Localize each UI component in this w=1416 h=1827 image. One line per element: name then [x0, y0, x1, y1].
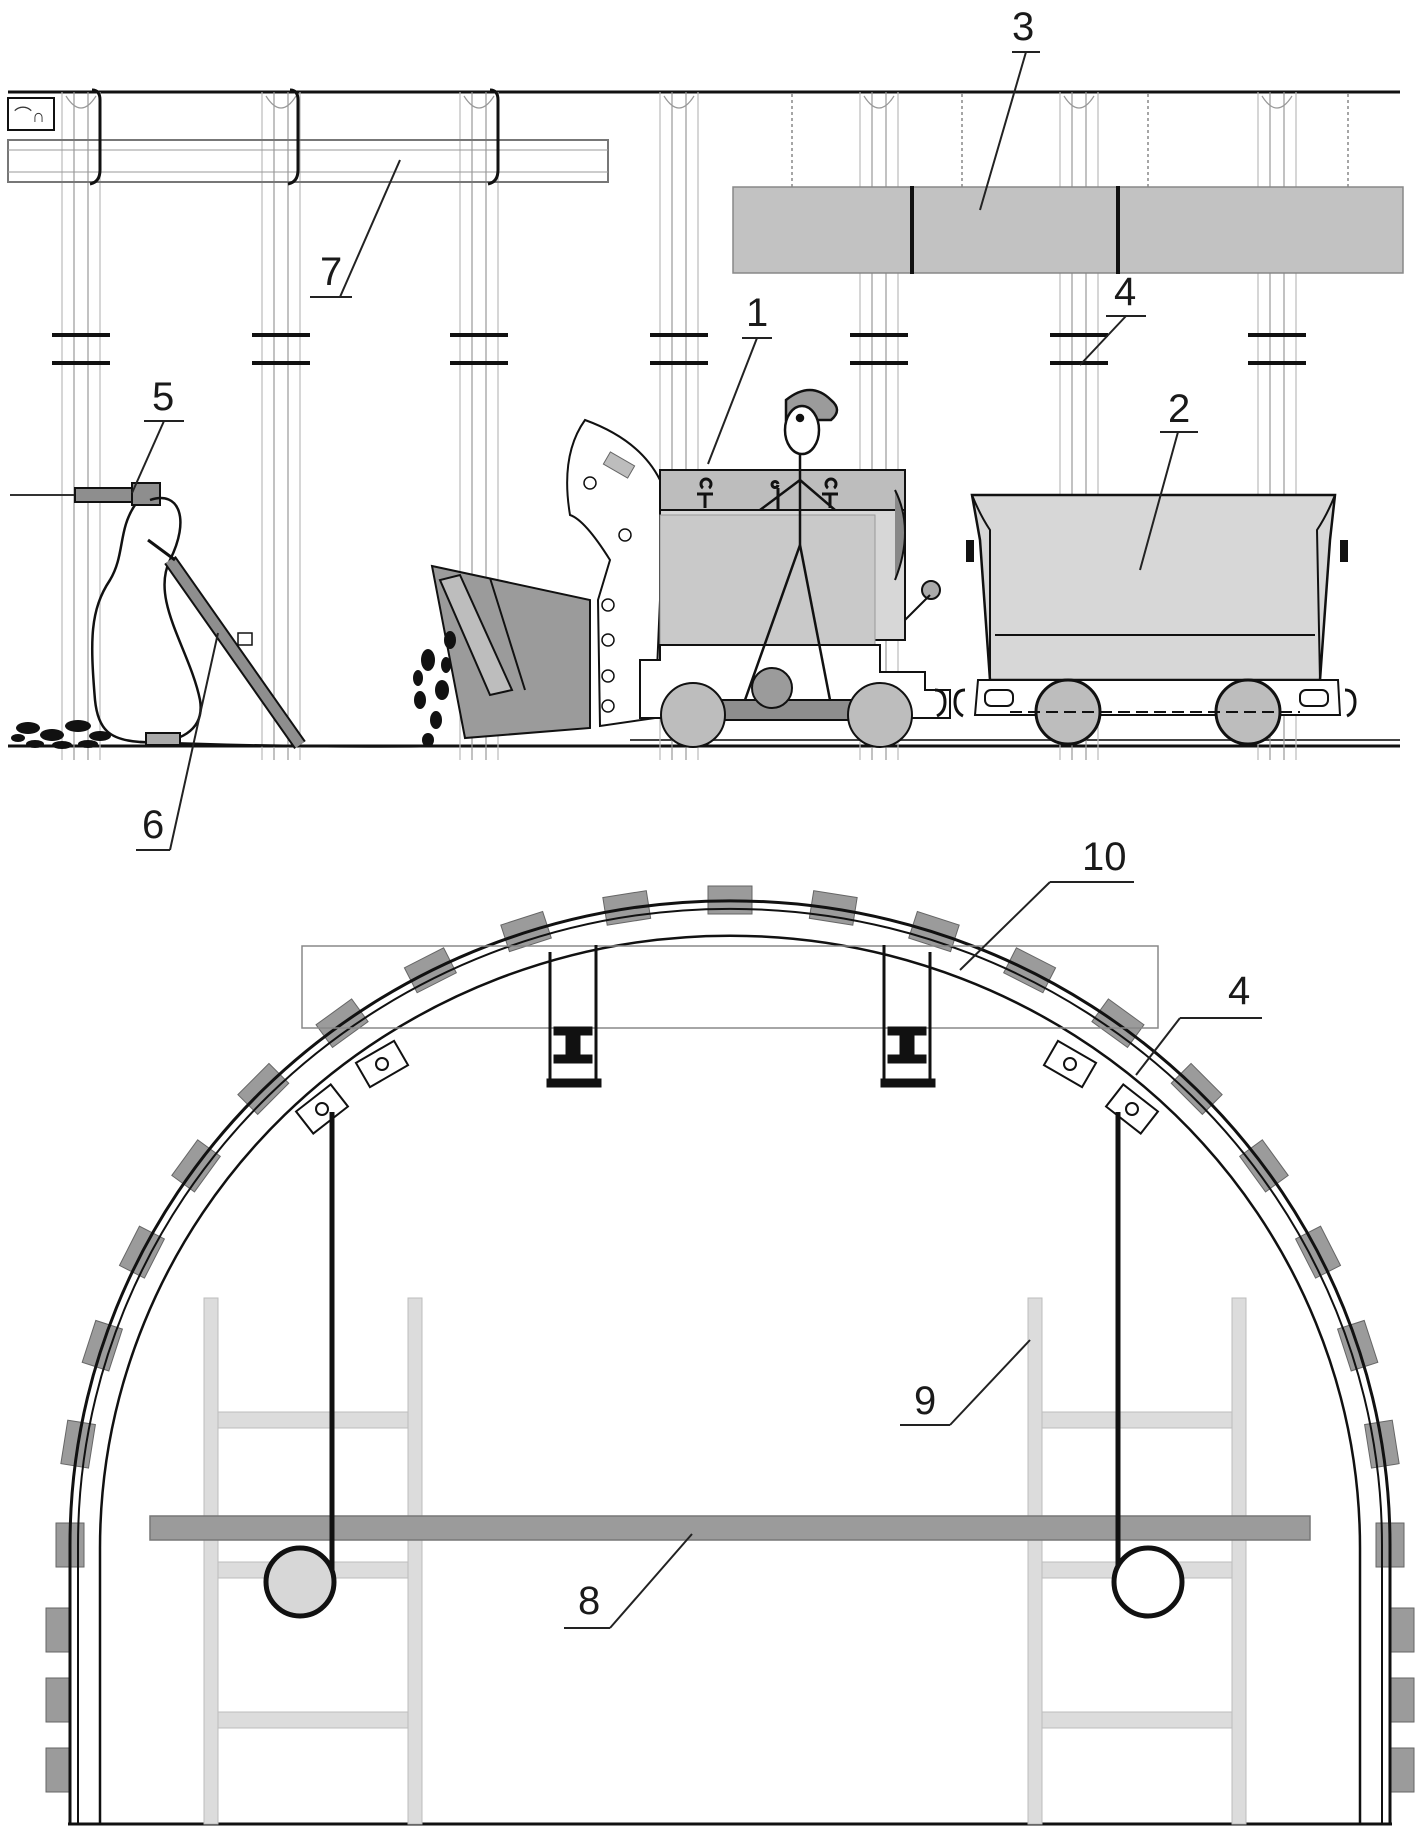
lagging-block [45, 1747, 71, 1793]
ladder-right [1027, 1297, 1247, 1825]
lagging-blocks [45, 885, 1415, 1793]
ventilation-duct [732, 94, 1404, 274]
arch-clamps [294, 1039, 1160, 1135]
longitudinal-section: ⌒∩ [7, 5, 1404, 851]
leader-lines-top [131, 51, 1198, 851]
arch-middle [77, 907, 1383, 1825]
sign-box-scribble: ⌒∩ [14, 106, 45, 126]
label-4-top: 4 [1114, 270, 1136, 314]
label-4-bottom: 4 [1228, 969, 1250, 1013]
support-post-cap [463, 95, 495, 109]
label-1: 1 [746, 291, 768, 335]
support-post-cap [1063, 95, 1095, 109]
label-2: 2 [1168, 387, 1190, 431]
cross-section: 10 4 9 8 [45, 835, 1415, 1826]
support-post-cap [65, 95, 97, 109]
label-9: 9 [914, 1379, 936, 1423]
lagging-block [45, 1677, 71, 1723]
operator-figure [743, 388, 839, 701]
leader-lines-bottom [564, 881, 1262, 1629]
mine-car [953, 493, 1357, 746]
lagging-block [1389, 1747, 1415, 1793]
ladder-left [203, 1297, 423, 1825]
lagging-block [45, 1607, 71, 1653]
arch-inner [98, 934, 1362, 1825]
monorail-outline [301, 945, 1159, 1029]
support-post-cap [663, 95, 695, 109]
support-post-cap [1261, 95, 1293, 109]
support-post-cap [863, 95, 895, 109]
label-8: 8 [578, 1579, 600, 1623]
label-3: 3 [1012, 5, 1034, 49]
sign-box [7, 97, 55, 131]
lagging-block [1389, 1607, 1415, 1653]
loading-machine [413, 388, 951, 748]
cross-pipe [149, 1515, 1311, 1541]
support-post-cap [265, 95, 297, 109]
rock-pile-left [11, 720, 111, 749]
i-beam-hangers [546, 945, 936, 1088]
lagging-block [1389, 1677, 1415, 1723]
cable-hangers [263, 1112, 1185, 1619]
arch-outer [68, 899, 1392, 1825]
label-5: 5 [152, 375, 174, 419]
label-7: 7 [320, 250, 342, 294]
pusher-leg [147, 538, 306, 750]
label-10: 10 [1082, 835, 1127, 879]
label-6: 6 [142, 803, 164, 847]
monorail-beam [7, 88, 609, 186]
